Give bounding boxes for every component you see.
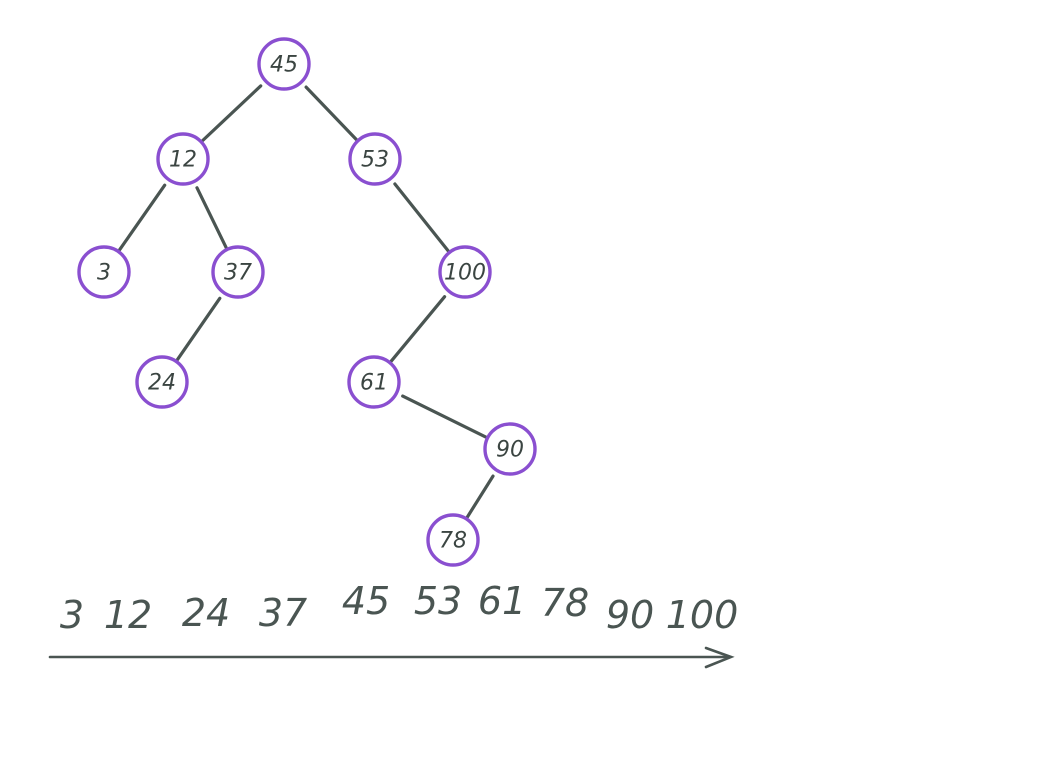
node-label: 61 bbox=[360, 371, 388, 396]
tree-node-78: 78 bbox=[426, 513, 480, 567]
tree-node-24: 24 bbox=[135, 355, 189, 409]
sequence-item-45: 45 bbox=[342, 579, 390, 623]
tree-node-61: 61 bbox=[347, 355, 401, 409]
edge-12-3 bbox=[117, 183, 167, 252]
tree-node-45: 45 bbox=[257, 37, 311, 91]
tree-node-53: 53 bbox=[348, 132, 402, 186]
node-label: 24 bbox=[148, 371, 176, 396]
tree-node-100: 100 bbox=[438, 245, 492, 299]
edge-45-53 bbox=[304, 85, 358, 142]
node-label: 3 bbox=[97, 261, 111, 286]
node-label: 45 bbox=[270, 53, 298, 78]
sequence-item-100: 100 bbox=[666, 593, 739, 637]
node-circle bbox=[347, 355, 401, 409]
sequence-item-37: 37 bbox=[259, 591, 307, 635]
node-circle bbox=[483, 422, 537, 476]
node-circle bbox=[257, 37, 311, 91]
node-label: 37 bbox=[224, 261, 252, 286]
tree-edges bbox=[117, 84, 495, 519]
node-circle bbox=[156, 132, 210, 186]
node-label: 90 bbox=[496, 438, 524, 463]
arrowhead-icon bbox=[704, 646, 735, 669]
edge-61-90 bbox=[401, 394, 488, 439]
node-circle bbox=[211, 245, 265, 299]
tree-nodes: 45 12 53 3 37 100 24 61 90 78 bbox=[77, 37, 537, 567]
edge-90-78 bbox=[465, 474, 495, 519]
sequence-item-61: 61 bbox=[478, 579, 526, 623]
node-circle bbox=[348, 132, 402, 186]
tree-node-12: 12 bbox=[156, 132, 210, 186]
node-circle bbox=[438, 245, 492, 299]
edge-45-12 bbox=[201, 84, 263, 143]
edge-12-37 bbox=[195, 186, 228, 250]
edge-37-24 bbox=[175, 296, 222, 362]
sequence-item-24: 24 bbox=[182, 591, 230, 635]
node-circle bbox=[426, 513, 480, 567]
tree-node-37: 37 bbox=[211, 245, 265, 299]
sequence-axis-arrow bbox=[48, 646, 735, 669]
tree-node-3: 3 bbox=[77, 245, 131, 299]
sequence-item-90: 90 bbox=[606, 593, 654, 637]
tree-node-90: 90 bbox=[483, 422, 537, 476]
sequence-item-78: 78 bbox=[541, 581, 589, 625]
node-label: 53 bbox=[361, 148, 389, 173]
sequence-item-3: 3 bbox=[60, 593, 84, 637]
sequence-item-53: 53 bbox=[414, 579, 462, 623]
edge-100-61 bbox=[389, 295, 447, 363]
node-label: 12 bbox=[169, 148, 197, 173]
node-label: 100 bbox=[444, 261, 486, 286]
sequence-item-12: 12 bbox=[104, 593, 152, 637]
node-label: 78 bbox=[439, 529, 467, 554]
edge-53-100 bbox=[393, 182, 450, 253]
node-circle bbox=[77, 245, 131, 299]
inorder-sequence: 3 12 24 37 45 53 61 78 90 100 bbox=[60, 579, 738, 637]
node-circle bbox=[135, 355, 189, 409]
